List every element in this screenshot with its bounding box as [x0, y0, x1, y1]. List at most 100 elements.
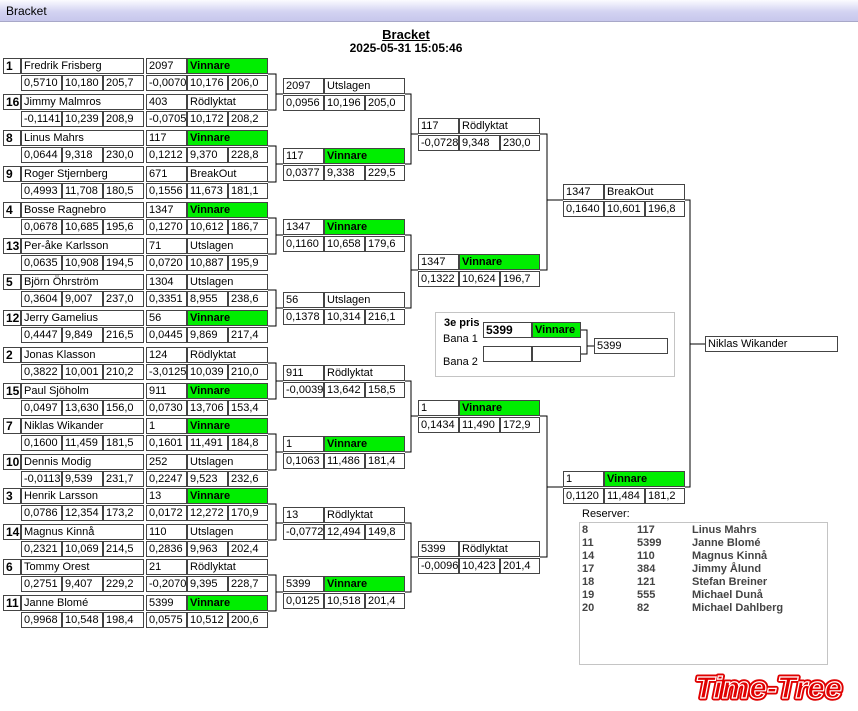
speed: 202,4 — [228, 541, 268, 557]
car-number[interactable]: 71 — [146, 238, 187, 254]
car-number[interactable]: 252 — [146, 454, 187, 470]
speed: 232,6 — [228, 471, 268, 487]
speed: 181,5 — [103, 435, 144, 451]
competitor-name[interactable]: Henrik Larsson — [21, 488, 144, 504]
window-titlebar[interactable]: Bracket — [0, 0, 858, 22]
competitor-name[interactable]: Tommy Orest — [21, 559, 144, 575]
reaction-time: 0,0730 — [146, 400, 187, 416]
competitor-name[interactable]: Paul Sjöholm — [21, 383, 144, 399]
status-badge: Rödlyktat — [187, 94, 268, 110]
car-number[interactable]: 403 — [146, 94, 187, 110]
speed: 208,9 — [103, 111, 144, 127]
reaction-time: 0,1378 — [283, 309, 324, 325]
car-number[interactable]: 911 — [283, 365, 324, 381]
reaction-time: 0,0635 — [21, 255, 62, 271]
lane2-car-number[interactable] — [483, 346, 532, 362]
elapsed-time: 10,518 — [324, 593, 365, 609]
car-number[interactable]: 56 — [283, 292, 324, 308]
car-number[interactable]: 56 — [146, 310, 187, 326]
status-badge: Vinnare — [324, 148, 405, 164]
elapsed-time: 9,007 — [62, 291, 103, 307]
time-tree-logo: Time-Tree Time-Tree Time-Tree — [692, 668, 844, 708]
speed: 181,4 — [365, 453, 405, 469]
car-number[interactable]: 1347 — [563, 184, 604, 200]
car-number[interactable]: 1 — [146, 418, 187, 434]
car-number[interactable]: 1347 — [146, 202, 187, 218]
reaction-time: -0,0113 — [21, 471, 62, 487]
elapsed-time: 10,624 — [459, 271, 500, 287]
speed: 195,6 — [103, 219, 144, 235]
elapsed-time: 12,272 — [187, 505, 228, 521]
car-number[interactable]: 2097 — [283, 78, 324, 94]
status-badge: Rödlyktat — [324, 507, 405, 523]
competitor-name[interactable]: Bosse Ragnebro — [21, 202, 144, 218]
competitor-name[interactable]: Niklas Wikander — [21, 418, 144, 434]
speed: 195,9 — [228, 255, 268, 271]
reserve-num: 384 — [637, 563, 656, 575]
speed: 200,6 — [228, 612, 268, 628]
third-place-panel: 3e pris Bana 1 Bana 2 — [435, 312, 675, 377]
competitor-name[interactable]: Björn Öhrström — [21, 274, 144, 290]
reaction-time: 0,0445 — [146, 327, 187, 343]
seed-number: 3 — [3, 488, 21, 504]
car-number[interactable]: 117 — [418, 118, 459, 134]
competitor-name[interactable]: Jerry Gamelius — [21, 310, 144, 326]
competitor-name[interactable]: Dennis Modig — [21, 454, 144, 470]
car-number[interactable]: 5399 — [283, 576, 324, 592]
car-number[interactable]: 117 — [146, 130, 187, 146]
car-number[interactable]: 110 — [146, 524, 187, 540]
car-number[interactable]: 1 — [283, 436, 324, 452]
competitor-name[interactable]: Per-åke Karlsson — [21, 238, 144, 254]
elapsed-time: 11,490 — [459, 417, 500, 433]
status-badge: Vinnare — [459, 400, 540, 416]
car-number[interactable]: 21 — [146, 559, 187, 575]
bracket-connector — [540, 415, 563, 558]
competitor-name[interactable]: Linus Mahrs — [21, 130, 144, 146]
reaction-time: 0,0678 — [21, 219, 62, 235]
reaction-time: 0,1212 — [146, 147, 187, 163]
competitor-name[interactable]: Jimmy Malmros — [21, 94, 144, 110]
car-number[interactable]: 5399 — [146, 595, 187, 611]
elapsed-time: 10,658 — [324, 236, 365, 252]
speed: 237,0 — [103, 291, 144, 307]
reaction-time: 0,2321 — [21, 541, 62, 557]
car-number[interactable]: 13 — [146, 488, 187, 504]
reserve-pos: 18 — [582, 576, 595, 588]
competitor-name[interactable]: Fredrik Frisberg — [21, 58, 144, 74]
elapsed-time: 12,494 — [324, 524, 365, 540]
car-number[interactable]: 117 — [283, 148, 324, 164]
champion-name[interactable]: Niklas Wikander — [705, 336, 838, 352]
status-badge: Vinnare — [187, 130, 268, 146]
car-number[interactable]: 1347 — [283, 219, 324, 235]
car-number[interactable]: 124 — [146, 347, 187, 363]
reaction-time: 0,9968 — [21, 612, 62, 628]
speed: 173,2 — [103, 505, 144, 521]
reaction-time: 0,0720 — [146, 255, 187, 271]
competitor-name[interactable]: Jonas Klasson — [21, 347, 144, 363]
status-badge: Utslagen — [187, 238, 268, 254]
car-number[interactable]: 1 — [563, 471, 604, 487]
third-place-result[interactable]: 5399 — [594, 338, 668, 354]
car-number[interactable]: 1304 — [146, 274, 187, 290]
car-number[interactable]: 13 — [283, 507, 324, 523]
status-badge: Rödlyktat — [187, 559, 268, 575]
elapsed-time: 10,172 — [187, 111, 228, 127]
car-number[interactable]: 1347 — [418, 254, 459, 270]
car-number[interactable]: 671 — [146, 166, 187, 182]
status-badge: Rödlyktat — [187, 347, 268, 363]
status-badge: BreakOut — [604, 184, 685, 200]
reserve-name: Stefan Breiner — [692, 576, 768, 588]
elapsed-time: 9,370 — [187, 147, 228, 163]
competitor-name[interactable]: Roger Stjernberg — [21, 166, 144, 182]
car-number[interactable]: 5399 — [418, 541, 459, 557]
lane1-car-number[interactable]: 5399 — [483, 322, 532, 338]
car-number[interactable]: 2097 — [146, 58, 187, 74]
status-badge: Utslagen — [187, 274, 268, 290]
speed: 216,5 — [103, 327, 144, 343]
seed-number: 16 — [3, 94, 21, 110]
car-number[interactable]: 911 — [146, 383, 187, 399]
competitor-name[interactable]: Janne Blomé — [21, 595, 144, 611]
competitor-name[interactable]: Magnus Kinnå — [21, 524, 144, 540]
car-number[interactable]: 1 — [418, 400, 459, 416]
